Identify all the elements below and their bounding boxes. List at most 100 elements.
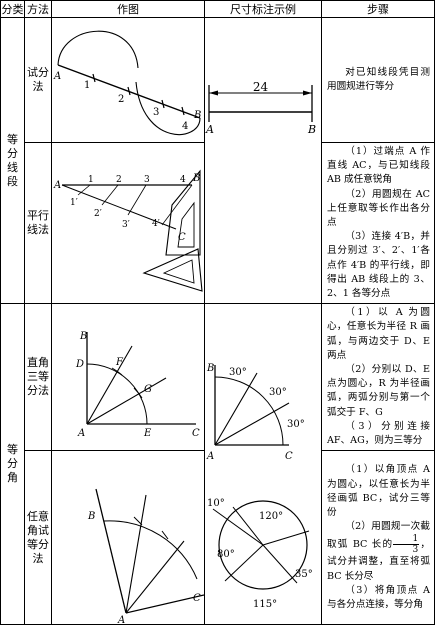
parallel-1: [77, 184, 91, 195]
ray-5: [224, 544, 264, 582]
steps-right-angle: （1）以 A 为圆心，任意长为半径 R 画弧，与两边交于 D、E 两点 （2）分…: [321, 303, 435, 452]
ray-3: [262, 530, 310, 546]
step-text: （3）将角顶点 A 与各分点连接，等分角: [327, 584, 430, 610]
angle-label-115: 115°: [253, 599, 277, 610]
step-text: 对已知线段凭目测用圆规进行等分: [327, 66, 430, 92]
method-name-line: 平行: [27, 209, 49, 223]
step-text: （1）过端点 A 作直线 AC，与已知线段 AB 成任意锐角: [327, 146, 430, 186]
label-d: D: [75, 359, 84, 370]
step-text: （1）以 A 为圆心，任意长为半径 R 画弧，与两边交于 D、E 两点: [327, 307, 430, 361]
arrow-right: [303, 90, 312, 96]
arbitrary-angle-figure: B A C: [87, 489, 204, 624]
set-square-upper: [165, 169, 201, 256]
step-text-part: ，试分并调整，直至将弧 BC 长分尽: [327, 539, 431, 582]
method-parallel: 平行 线法: [24, 141, 52, 305]
label-2-prime: 2′: [94, 209, 102, 219]
dimension-angle: B A C 30° 30° 30° 10° 120° 80° 35° 115°: [204, 303, 322, 625]
dim-arc: [214, 376, 284, 445]
tick-4: [181, 106, 185, 116]
trial-arc-lower: [135, 81, 201, 136]
set-square-lower-inner: [162, 258, 195, 284]
header-category: 分类: [0, 0, 25, 18]
angle-label-35: 35°: [295, 569, 313, 580]
label-1: 1: [84, 80, 90, 91]
steps-parallel: （1）过端点 A 作直线 AC，与已知线段 AB 成任意锐角 （2）用圆规在 A…: [321, 141, 435, 305]
parallel-2: [101, 184, 119, 205]
category-char: 角: [7, 471, 18, 485]
dim-circle: [218, 500, 308, 590]
label-3: 3: [144, 175, 150, 185]
steps-arbitrary-angle: （1）以角顶点 A 为圆心，以任意长为半径画弧 BC，试分三等份 （2）用圆规一…: [321, 450, 435, 625]
header-dimension: 尺寸标注示例: [204, 0, 322, 18]
method-name-line: 线法: [27, 223, 49, 237]
label-a: A: [53, 180, 61, 191]
label-c: C: [192, 428, 200, 439]
method-arbitrary-angle: 任意 角试 等分 法: [24, 450, 52, 625]
method-name-line: 法: [32, 80, 44, 93]
header-row: 分类 方法 作图 尺寸标注示例 步骤: [0, 0, 435, 18]
label-4: 4: [180, 175, 186, 185]
arc-f: [111, 367, 123, 376]
category-char: 段: [7, 174, 18, 188]
dimension-24-figure: 24 A B: [205, 82, 316, 136]
angle-label-30-2: 30°: [269, 387, 287, 398]
fraction-denominator: 3: [412, 545, 419, 556]
ray-ag: [86, 377, 167, 425]
drawing-trial: A B 1 2 3 4: [51, 17, 205, 143]
angle-label-30-3: 30°: [287, 419, 305, 430]
set-square-upper-inner: [177, 201, 195, 248]
category-char: 线: [7, 160, 18, 174]
label-2: 2: [116, 175, 122, 185]
label-c: C: [178, 232, 186, 243]
label-1: 1: [88, 175, 94, 185]
label-c: C: [285, 451, 293, 462]
angle-label-120: 120°: [259, 511, 283, 522]
parallel-4: [161, 184, 193, 225]
steps-trial: 对已知线段凭目测用圆规进行等分: [321, 17, 435, 143]
category-char: 等: [7, 132, 18, 146]
arc-g: [133, 387, 143, 399]
label-3: 3: [153, 107, 159, 118]
label-b: B: [87, 511, 95, 522]
drawing-right-angle: B D F G A E C: [51, 303, 205, 452]
tick-3: [161, 99, 165, 109]
category-char: 分: [7, 146, 18, 160]
method-name-line: 角试: [27, 523, 49, 537]
label-3-prime: 3′: [122, 220, 130, 230]
label-4-prime: 4′: [152, 219, 160, 229]
ray-30b: [214, 402, 290, 446]
trial-division-figure: A B 1 2 3 4: [53, 30, 201, 136]
parallel-3: [127, 184, 147, 215]
tick-1: [92, 73, 96, 83]
angle-label-80: 80°: [217, 549, 235, 560]
ray-af: [86, 345, 133, 425]
label-b: B: [193, 110, 201, 121]
method-name-line: 等分: [27, 537, 49, 551]
label-g: G: [144, 384, 152, 395]
ray-2: [232, 506, 264, 546]
right-angle-figure: B D F G A E C: [75, 331, 200, 439]
header-steps: 步骤: [321, 0, 435, 18]
label-b: B: [206, 363, 214, 374]
method-name-line: 试分: [27, 66, 49, 79]
method-name-line: 直角: [27, 356, 49, 370]
label-f: F: [115, 357, 124, 368]
label-e: E: [143, 428, 152, 439]
step-text: （3）分别连接 AF、AG，则为三等分: [327, 420, 430, 447]
ray-mid-1: [125, 495, 147, 614]
step-text: （3）连接 4′B，并且分别过 3′、2′、1′各点作 4′B 的平行线，即得出…: [327, 231, 430, 300]
parallel-division-figure: A B C 1 2 3 4 1′ 2′ 3′ 4′: [53, 169, 203, 292]
header-drawing: 作图: [51, 0, 205, 18]
method-trial: 试分 法: [24, 17, 52, 143]
ray-4: [262, 544, 298, 584]
fraction-numerator: 1: [393, 534, 420, 546]
set-square-lower: [142, 247, 203, 292]
method-name-line: 分法: [27, 384, 49, 398]
category-angle: 等 分 角: [0, 303, 25, 625]
label-a: A: [77, 428, 85, 439]
method-right-angle: 直角 三等 分法: [24, 303, 52, 452]
step-text-part: （2）用圆规一次截取弧 BC 长的: [327, 521, 430, 551]
